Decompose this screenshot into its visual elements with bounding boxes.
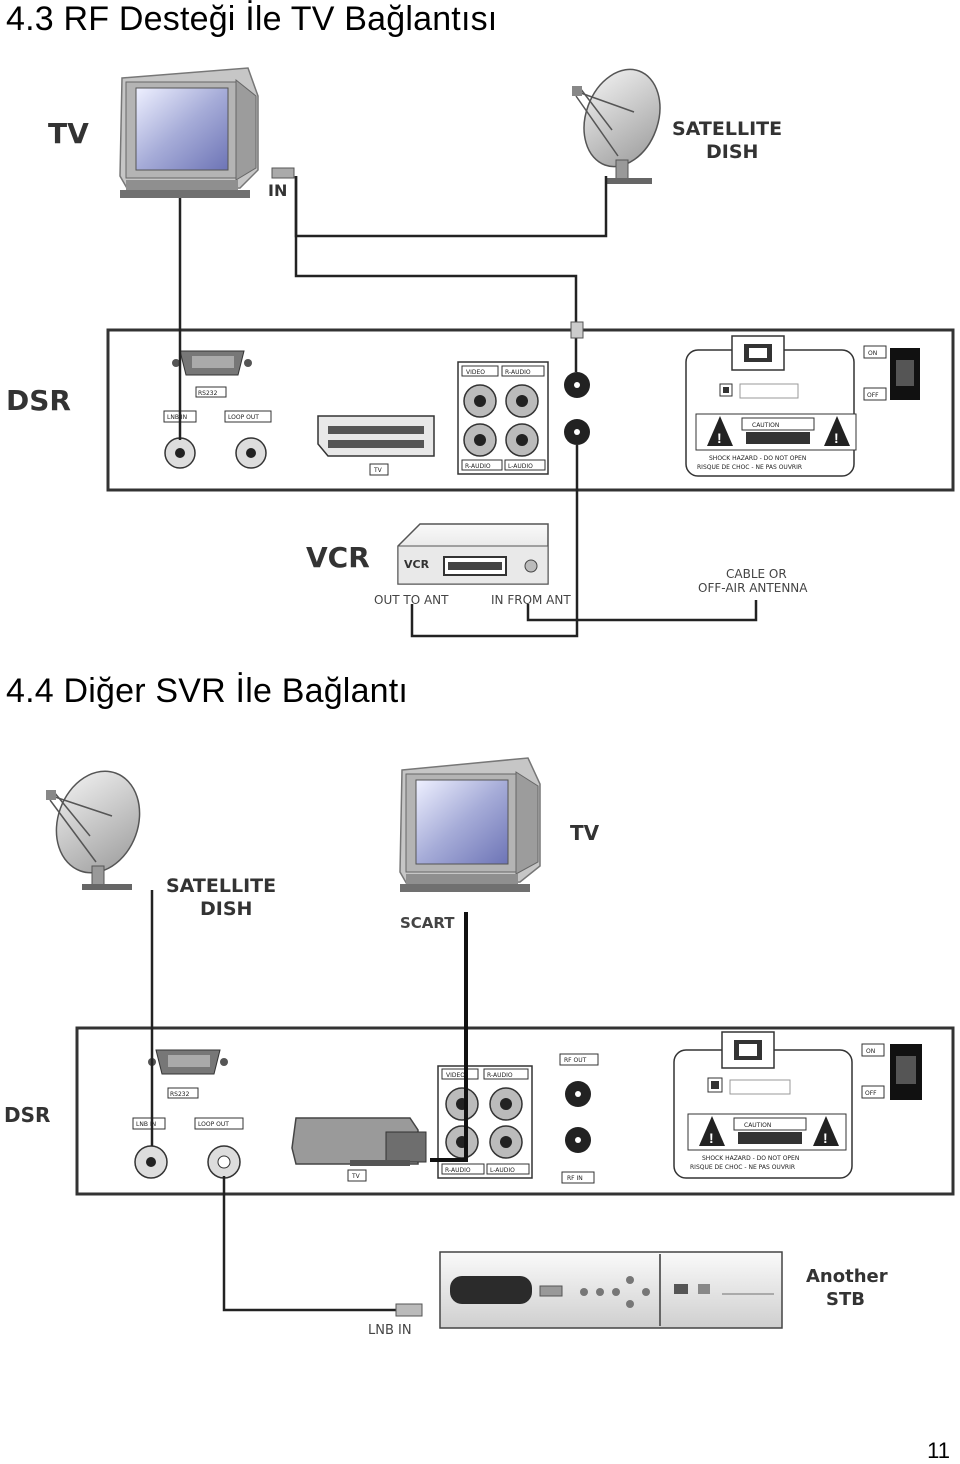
power-switch xyxy=(890,348,920,400)
dsr-label: DSR xyxy=(4,1103,50,1127)
scart-cable xyxy=(430,912,468,1162)
power-switch xyxy=(890,1044,922,1100)
satellite-label-line2: DISH xyxy=(200,898,252,920)
caution-label-area: ! ! CAUTION xyxy=(695,413,857,451)
lnb-in-label: LNB IN xyxy=(368,1323,412,1338)
svr-connection-diagram: SATELLITE DISH TV SCART DSR RS232 LNB IN… xyxy=(4,757,955,1338)
rs232-port xyxy=(148,1049,228,1075)
lnb-in-label: LNB IN xyxy=(136,1121,156,1128)
lnb-in-label: LNB IN xyxy=(167,414,187,421)
rca-connectors xyxy=(463,384,539,457)
out-to-ant-label: OUT TO ANT xyxy=(374,593,449,607)
another-stb-label-line2: STB xyxy=(826,1289,865,1310)
r-audio-top-label: R-AUDIO xyxy=(505,369,531,376)
tv-in-plug xyxy=(271,167,295,179)
switch-on-label: ON xyxy=(866,1048,875,1055)
caution-text: CAUTION xyxy=(744,1122,771,1129)
rf-out-connector xyxy=(564,372,590,398)
r-audio-bottom-label: R-AUDIO xyxy=(465,463,491,470)
rs232-port xyxy=(172,350,252,376)
caution-text: CAUTION xyxy=(752,422,779,429)
tv-label: TV xyxy=(48,117,89,150)
risque-choc-text: RISQUE DE CHOC - NE PAS OUVRIR xyxy=(690,1164,795,1171)
tv-icon xyxy=(399,757,541,892)
loop-out-label: LOOP OUT xyxy=(198,1121,229,1128)
lnb-in-connector xyxy=(164,437,196,469)
loop-out-label: LOOP OUT xyxy=(228,414,259,421)
dsr-back-panel: RS232 LNB IN LOOP OUT TV VIDEO R-AUDIO xyxy=(106,328,955,492)
rf-connection-diagram: TV IN SATELLITE DISH DSR RS2 xyxy=(6,67,955,638)
l-audio-label: L-AUDIO xyxy=(490,1167,515,1174)
svg-text:!: ! xyxy=(717,430,722,446)
video-label: VIDEO xyxy=(466,369,485,376)
satellite-dish-icon xyxy=(572,68,661,184)
scart-label: SCART xyxy=(400,914,455,932)
rs232-label: RS232 xyxy=(170,1091,190,1098)
dsr-rf-plug xyxy=(570,321,584,339)
connection-cables xyxy=(150,890,400,1312)
another-stb-device xyxy=(439,1251,783,1329)
video-label: VIDEO xyxy=(446,1072,465,1079)
shock-hazard-text: SHOCK HAZARD - DO NOT OPEN xyxy=(702,1155,799,1162)
scart-plug xyxy=(291,1117,427,1166)
rf-in-connector xyxy=(564,419,590,445)
svg-text:!: ! xyxy=(823,1130,828,1146)
tv-icon xyxy=(119,67,259,198)
lnb-in-connector xyxy=(134,1145,168,1179)
rf-in-label: RF IN xyxy=(567,1175,583,1182)
loop-out-connector xyxy=(207,1145,241,1179)
power-socket xyxy=(731,335,785,371)
loop-out-connector xyxy=(235,437,267,469)
r-audio-top-label: R-AUDIO xyxy=(487,1072,513,1079)
section-title-svr-connection: 4.4 Diğer SVR İle Bağlantı xyxy=(6,672,409,710)
in-from-ant-label: IN FROM ANT xyxy=(491,593,571,607)
power-socket xyxy=(721,1031,775,1069)
switch-off-label: OFF xyxy=(867,392,879,399)
vcr-label: VCR xyxy=(306,541,370,574)
r-audio-bottom-label: R-AUDIO xyxy=(445,1167,471,1174)
rs232-label: RS232 xyxy=(198,390,218,397)
section-title-rf-connection: 4.3 RF Desteği İle TV Bağlantısı xyxy=(6,0,498,38)
scart-tv-label: TV xyxy=(351,1173,361,1180)
tv-scart-port xyxy=(317,415,435,457)
satellite-label-line1: SATELLITE xyxy=(672,118,782,140)
scart-tv-label: TV xyxy=(373,467,383,474)
vcr-device xyxy=(397,523,549,585)
cable-antenna-label-line1: CABLE OR xyxy=(726,567,787,581)
tv-label: TV xyxy=(570,821,600,845)
l-audio-label: L-AUDIO xyxy=(508,463,533,470)
satellite-dish-icon xyxy=(46,770,141,890)
satellite-label-line1: SATELLITE xyxy=(166,875,276,897)
dsr-label: DSR xyxy=(6,384,71,417)
rca-connectors xyxy=(445,1087,523,1159)
shock-hazard-text: SHOCK HAZARD - DO NOT OPEN xyxy=(709,455,806,462)
switch-on-label: ON xyxy=(868,350,877,357)
svg-text:!: ! xyxy=(834,430,839,446)
switch-off-label: OFF xyxy=(865,1090,877,1097)
rf-out-label: RF OUT xyxy=(564,1057,587,1064)
dsr-back-panel: RS232 LNB IN LOOP OUT TV VIDEO R-AUDIO xyxy=(75,1026,955,1196)
satellite-label-line2: DISH xyxy=(706,141,758,163)
lnb-in-plug xyxy=(395,1303,423,1317)
caution-label-area: ! ! CAUTION xyxy=(687,1113,847,1151)
connection-cables xyxy=(178,176,758,638)
vcr-badge: VCR xyxy=(404,558,430,571)
tv-in-label: IN xyxy=(268,181,287,200)
rf-in-connector xyxy=(565,1127,591,1153)
risque-choc-text: RISQUE DE CHOC - NE PAS OUVRIR xyxy=(697,464,802,471)
cable-antenna-label-line2: OFF-AIR ANTENNA xyxy=(698,581,808,595)
rf-out-connector xyxy=(565,1081,591,1107)
another-stb-label-line1: Another xyxy=(806,1266,888,1287)
page-number: 11 xyxy=(927,1438,950,1463)
svg-text:!: ! xyxy=(709,1130,714,1146)
